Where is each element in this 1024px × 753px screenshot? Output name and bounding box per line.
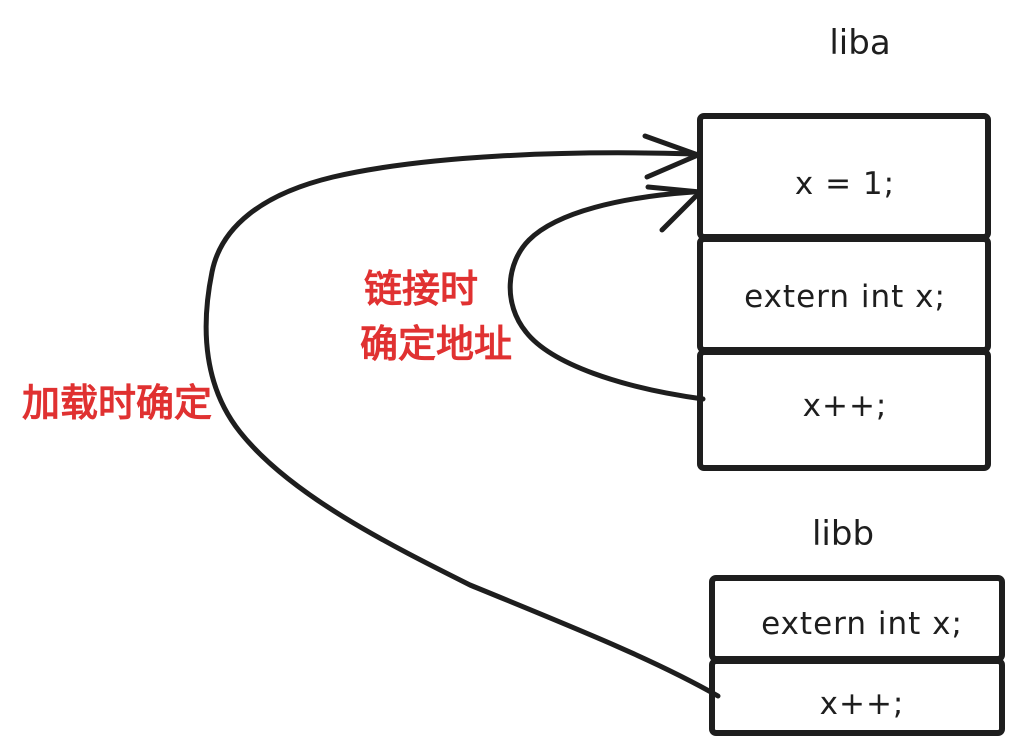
link-time-annotation-line2: 确定地址 <box>360 322 512 366</box>
libb-label: libb <box>812 514 874 554</box>
link-time-arrowhead-icon <box>645 184 703 233</box>
libb-cell-text-extern: extern int x; <box>761 606 963 642</box>
load-time-arrowhead-icon <box>642 133 701 180</box>
libb-cell-increment <box>709 658 1005 736</box>
link-time-arrow-path <box>507 189 706 402</box>
libb-box <box>709 575 1005 736</box>
liba-cell-increment <box>697 349 991 471</box>
liba-box <box>697 113 991 471</box>
link-time-annotation-line1: 链接时 <box>364 267 478 311</box>
link-time-arrow <box>507 184 706 402</box>
load-time-arrow-path <box>203 150 721 699</box>
liba-cell-text-extern: extern int x; <box>744 279 946 315</box>
load-time-arrow <box>203 133 721 699</box>
liba-label: liba <box>829 23 890 63</box>
libb-cell-text-increment: x++; <box>820 686 905 722</box>
load-time-annotation: 加载时确定 <box>22 381 212 425</box>
liba-cell-text-increment: x++; <box>803 388 888 424</box>
liba-cell-text-x-assign: x = 1; <box>795 166 895 202</box>
